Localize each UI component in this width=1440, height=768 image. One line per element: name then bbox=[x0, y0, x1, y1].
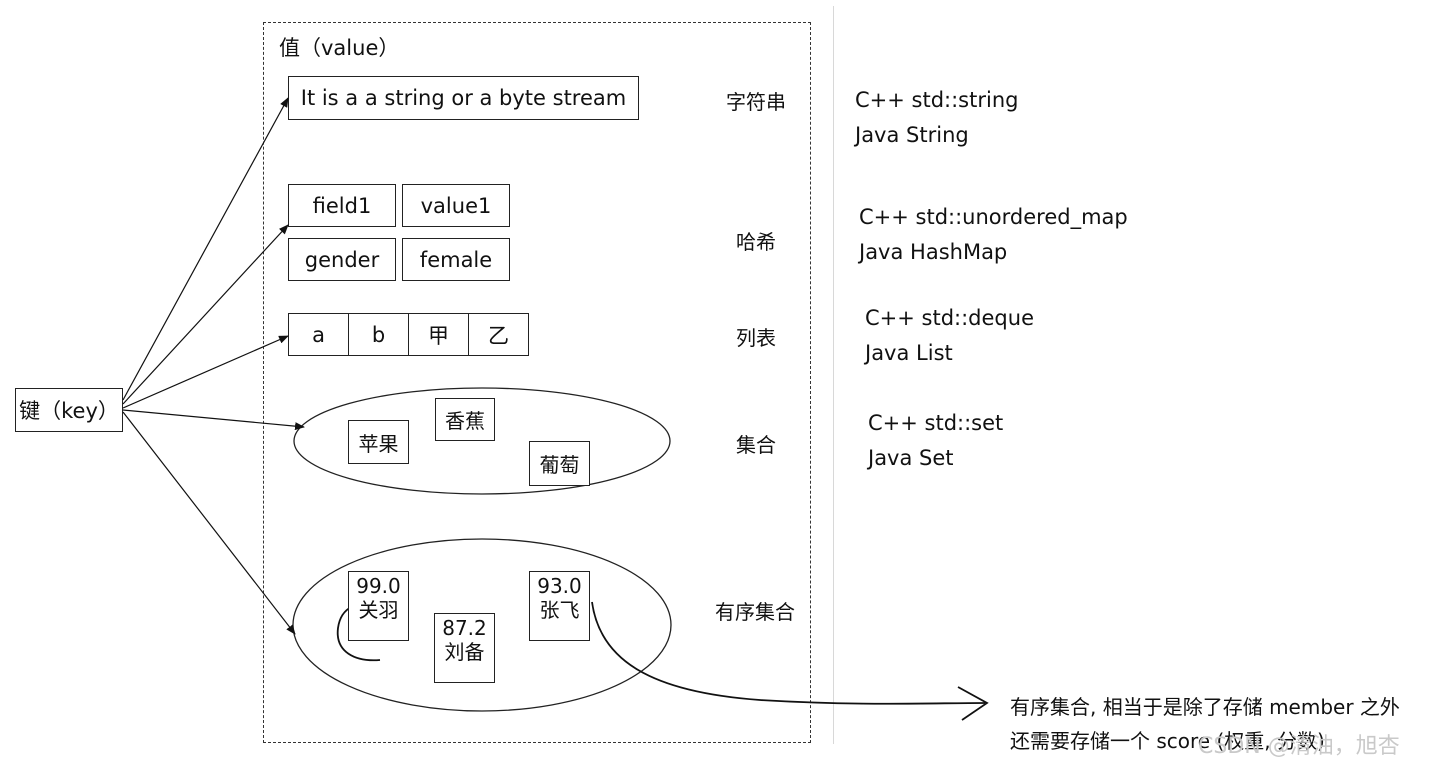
impl-java: Java HashMap bbox=[859, 240, 1008, 264]
type-label-zset: 有序集合 bbox=[715, 600, 795, 624]
set-item: 香蕉 bbox=[435, 398, 495, 441]
zset-member: 张飞 bbox=[539, 598, 580, 622]
zset-item: 93.0 张飞 bbox=[529, 571, 590, 641]
zset-note: 有序集合, 相当于是除了存储 member 之外 还需要存储一个 score (… bbox=[1010, 690, 1400, 758]
note-line: 有序集合, 相当于是除了存储 member 之外 bbox=[1010, 695, 1400, 719]
zset-score: 93.0 bbox=[537, 574, 582, 598]
column-divider bbox=[833, 6, 834, 744]
note-arrowhead bbox=[957, 686, 989, 721]
zset-score: 87.2 bbox=[442, 616, 487, 640]
impl-list: C++ std::deque Java List bbox=[865, 301, 1034, 371]
arrow-to-zset bbox=[122, 411, 296, 635]
hash-value-cell: value1 bbox=[402, 184, 510, 227]
type-label-list: 列表 bbox=[736, 326, 776, 350]
arrow-to-string bbox=[122, 97, 289, 401]
impl-set: C++ std::set Java Set bbox=[868, 406, 1003, 476]
impl-hash: C++ std::unordered_map Java HashMap bbox=[859, 200, 1128, 270]
impl-cpp: C++ std::unordered_map bbox=[859, 205, 1128, 229]
zset-item: 99.0 关羽 bbox=[348, 571, 409, 641]
impl-cpp: C++ std::deque bbox=[865, 306, 1034, 330]
value-title: 值（value） bbox=[279, 36, 400, 60]
note-line: 还需要存储一个 score (权重, 分数) bbox=[1010, 729, 1325, 753]
hash-value-cell: female bbox=[402, 238, 510, 281]
watermark: CSDN @清油，旭杏 bbox=[1198, 734, 1400, 759]
zset-score: 99.0 bbox=[356, 574, 401, 598]
type-label-string: 字符串 bbox=[726, 90, 786, 114]
type-label-set: 集合 bbox=[736, 433, 776, 457]
zset-member: 关羽 bbox=[358, 598, 399, 622]
type-label-hash: 哈希 bbox=[736, 230, 776, 254]
impl-string: C++ std::string Java String bbox=[855, 83, 1018, 153]
list-cell: 乙 bbox=[468, 313, 529, 356]
string-box: It is a a string or a byte stream bbox=[288, 76, 639, 120]
impl-cpp: C++ std::set bbox=[868, 411, 1004, 435]
hash-field-cell: gender bbox=[288, 238, 396, 281]
set-ellipse bbox=[293, 387, 671, 495]
set-item: 苹果 bbox=[348, 420, 409, 464]
zset-item: 87.2 刘备 bbox=[434, 613, 495, 683]
impl-java: Java Set bbox=[868, 446, 954, 470]
impl-java: Java String bbox=[855, 123, 969, 147]
arrow-to-hash bbox=[122, 224, 289, 405]
value-frame bbox=[263, 22, 811, 743]
key-box: 键（key） bbox=[15, 388, 123, 432]
impl-java: Java List bbox=[865, 341, 953, 365]
arrow-to-list bbox=[122, 335, 289, 409]
arrow-to-set bbox=[122, 409, 305, 431]
list-cell: b bbox=[348, 313, 409, 356]
zset-member: 刘备 bbox=[444, 640, 485, 664]
hash-field-cell: field1 bbox=[288, 184, 396, 227]
impl-cpp: C++ std::string bbox=[855, 88, 1019, 112]
set-item: 葡萄 bbox=[529, 441, 590, 486]
note-curve bbox=[591, 601, 986, 705]
